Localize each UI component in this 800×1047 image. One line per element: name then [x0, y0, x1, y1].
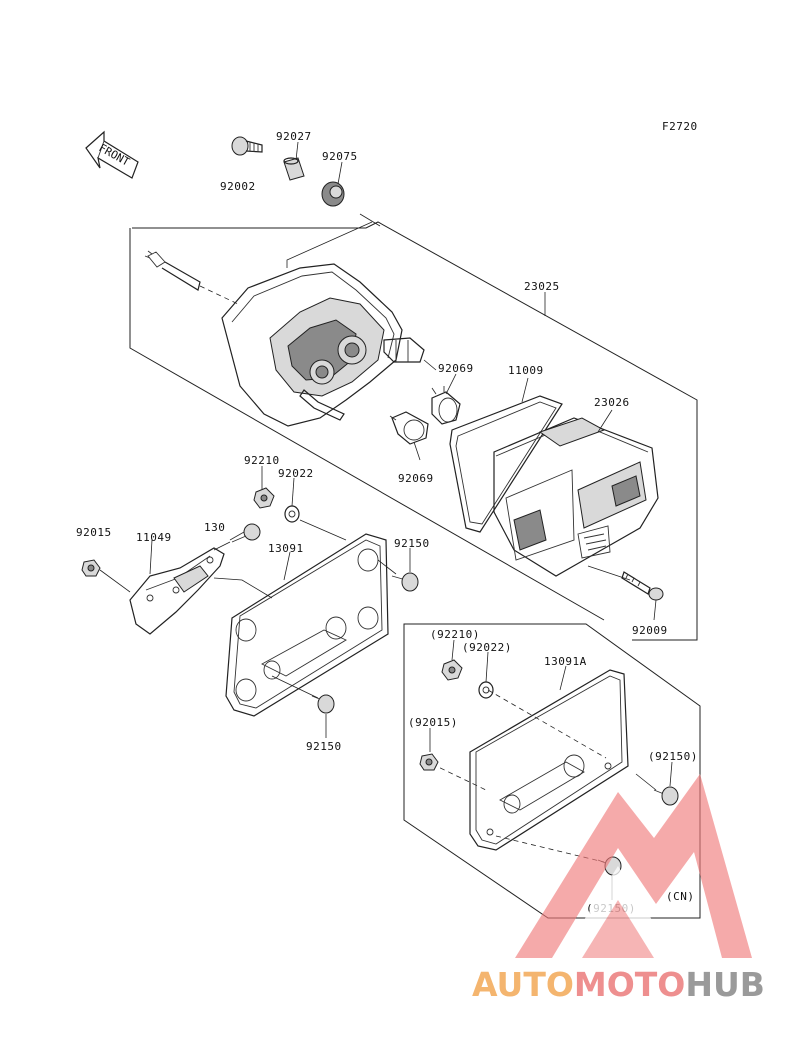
label-92069-bottom: 92069: [398, 472, 434, 485]
screw-92009-icon: [621, 571, 664, 601]
grommet-92075-icon: [321, 181, 345, 207]
bolt-92150-right-icon: [391, 572, 419, 592]
label-92075: 92075: [322, 150, 358, 163]
label-92069-top: 92069: [438, 362, 474, 375]
label-92150-cn-right: (92150): [648, 750, 698, 763]
watermark-text: AUTOMOTOHUB: [472, 965, 765, 1004]
bulb-92069-top-icon: [431, 386, 461, 425]
label-92150-bottom: 92150: [306, 740, 342, 753]
lens-23026-icon: [493, 417, 659, 577]
front-label: FRONT: [97, 141, 133, 169]
label-92210-cn: (92210): [430, 628, 480, 641]
wire-harness-icon: [144, 250, 239, 305]
label-11049: 11049: [136, 531, 172, 544]
label-cn: (CN): [666, 890, 695, 903]
cn-variant-frame: [403, 623, 701, 919]
bulb-92069-bottom-icon: [389, 411, 429, 445]
watermark-logo: [515, 774, 752, 958]
label-92022: 92022: [278, 467, 314, 480]
watermark-hub: HUB: [685, 965, 765, 1004]
capnut-92210-icon: [253, 487, 275, 509]
collar-92027-icon: [283, 157, 305, 181]
watermark-auto: AUTO: [472, 965, 574, 1004]
washer-92022-cn-icon: [478, 681, 494, 699]
capnut-92210-cn-icon: [441, 659, 463, 681]
label-13091: 13091: [268, 542, 304, 555]
assembly-23025-frame: [129, 221, 698, 641]
label-92027: 92027: [276, 130, 312, 143]
label-13091A: 13091A: [544, 655, 587, 668]
label-130: 130: [204, 521, 225, 534]
label-11009: 11009: [508, 364, 544, 377]
label-92009: 92009: [632, 624, 668, 637]
taillight-housing-icon: [221, 263, 425, 427]
watermark-moto: MOTO: [574, 965, 685, 1004]
label-92022-cn: (92022): [462, 641, 512, 654]
nut-92015-cn-icon: [419, 753, 439, 771]
plate-holder-13091A-icon: [469, 669, 629, 851]
gasket-11009-icon: [449, 395, 563, 533]
watermark-triangle-icon: [515, 774, 752, 958]
bolt-92150-bottom-icon: [311, 694, 335, 714]
bolt-92002-icon: [231, 136, 263, 156]
nut-92015-icon: [81, 559, 101, 577]
plate-holder-13091-icon: [225, 533, 389, 717]
bracket-11049-icon: [129, 547, 225, 635]
label-92015-cn: (92015): [408, 716, 458, 729]
washer-92022-icon: [284, 505, 300, 523]
label-23025: 23025: [524, 280, 560, 293]
label-92015: 92015: [76, 526, 112, 539]
label-92210: 92210: [244, 454, 280, 467]
figure-code: F2720: [662, 120, 698, 133]
front-arrow-icon: FRONT: [85, 130, 139, 179]
bolt-92150-cn-right-icon: [653, 786, 679, 806]
label-92002: 92002: [220, 180, 256, 193]
label-92150-right: 92150: [394, 537, 430, 550]
bolt-130-icon: [229, 523, 261, 543]
label-23026: 23026: [594, 396, 630, 409]
